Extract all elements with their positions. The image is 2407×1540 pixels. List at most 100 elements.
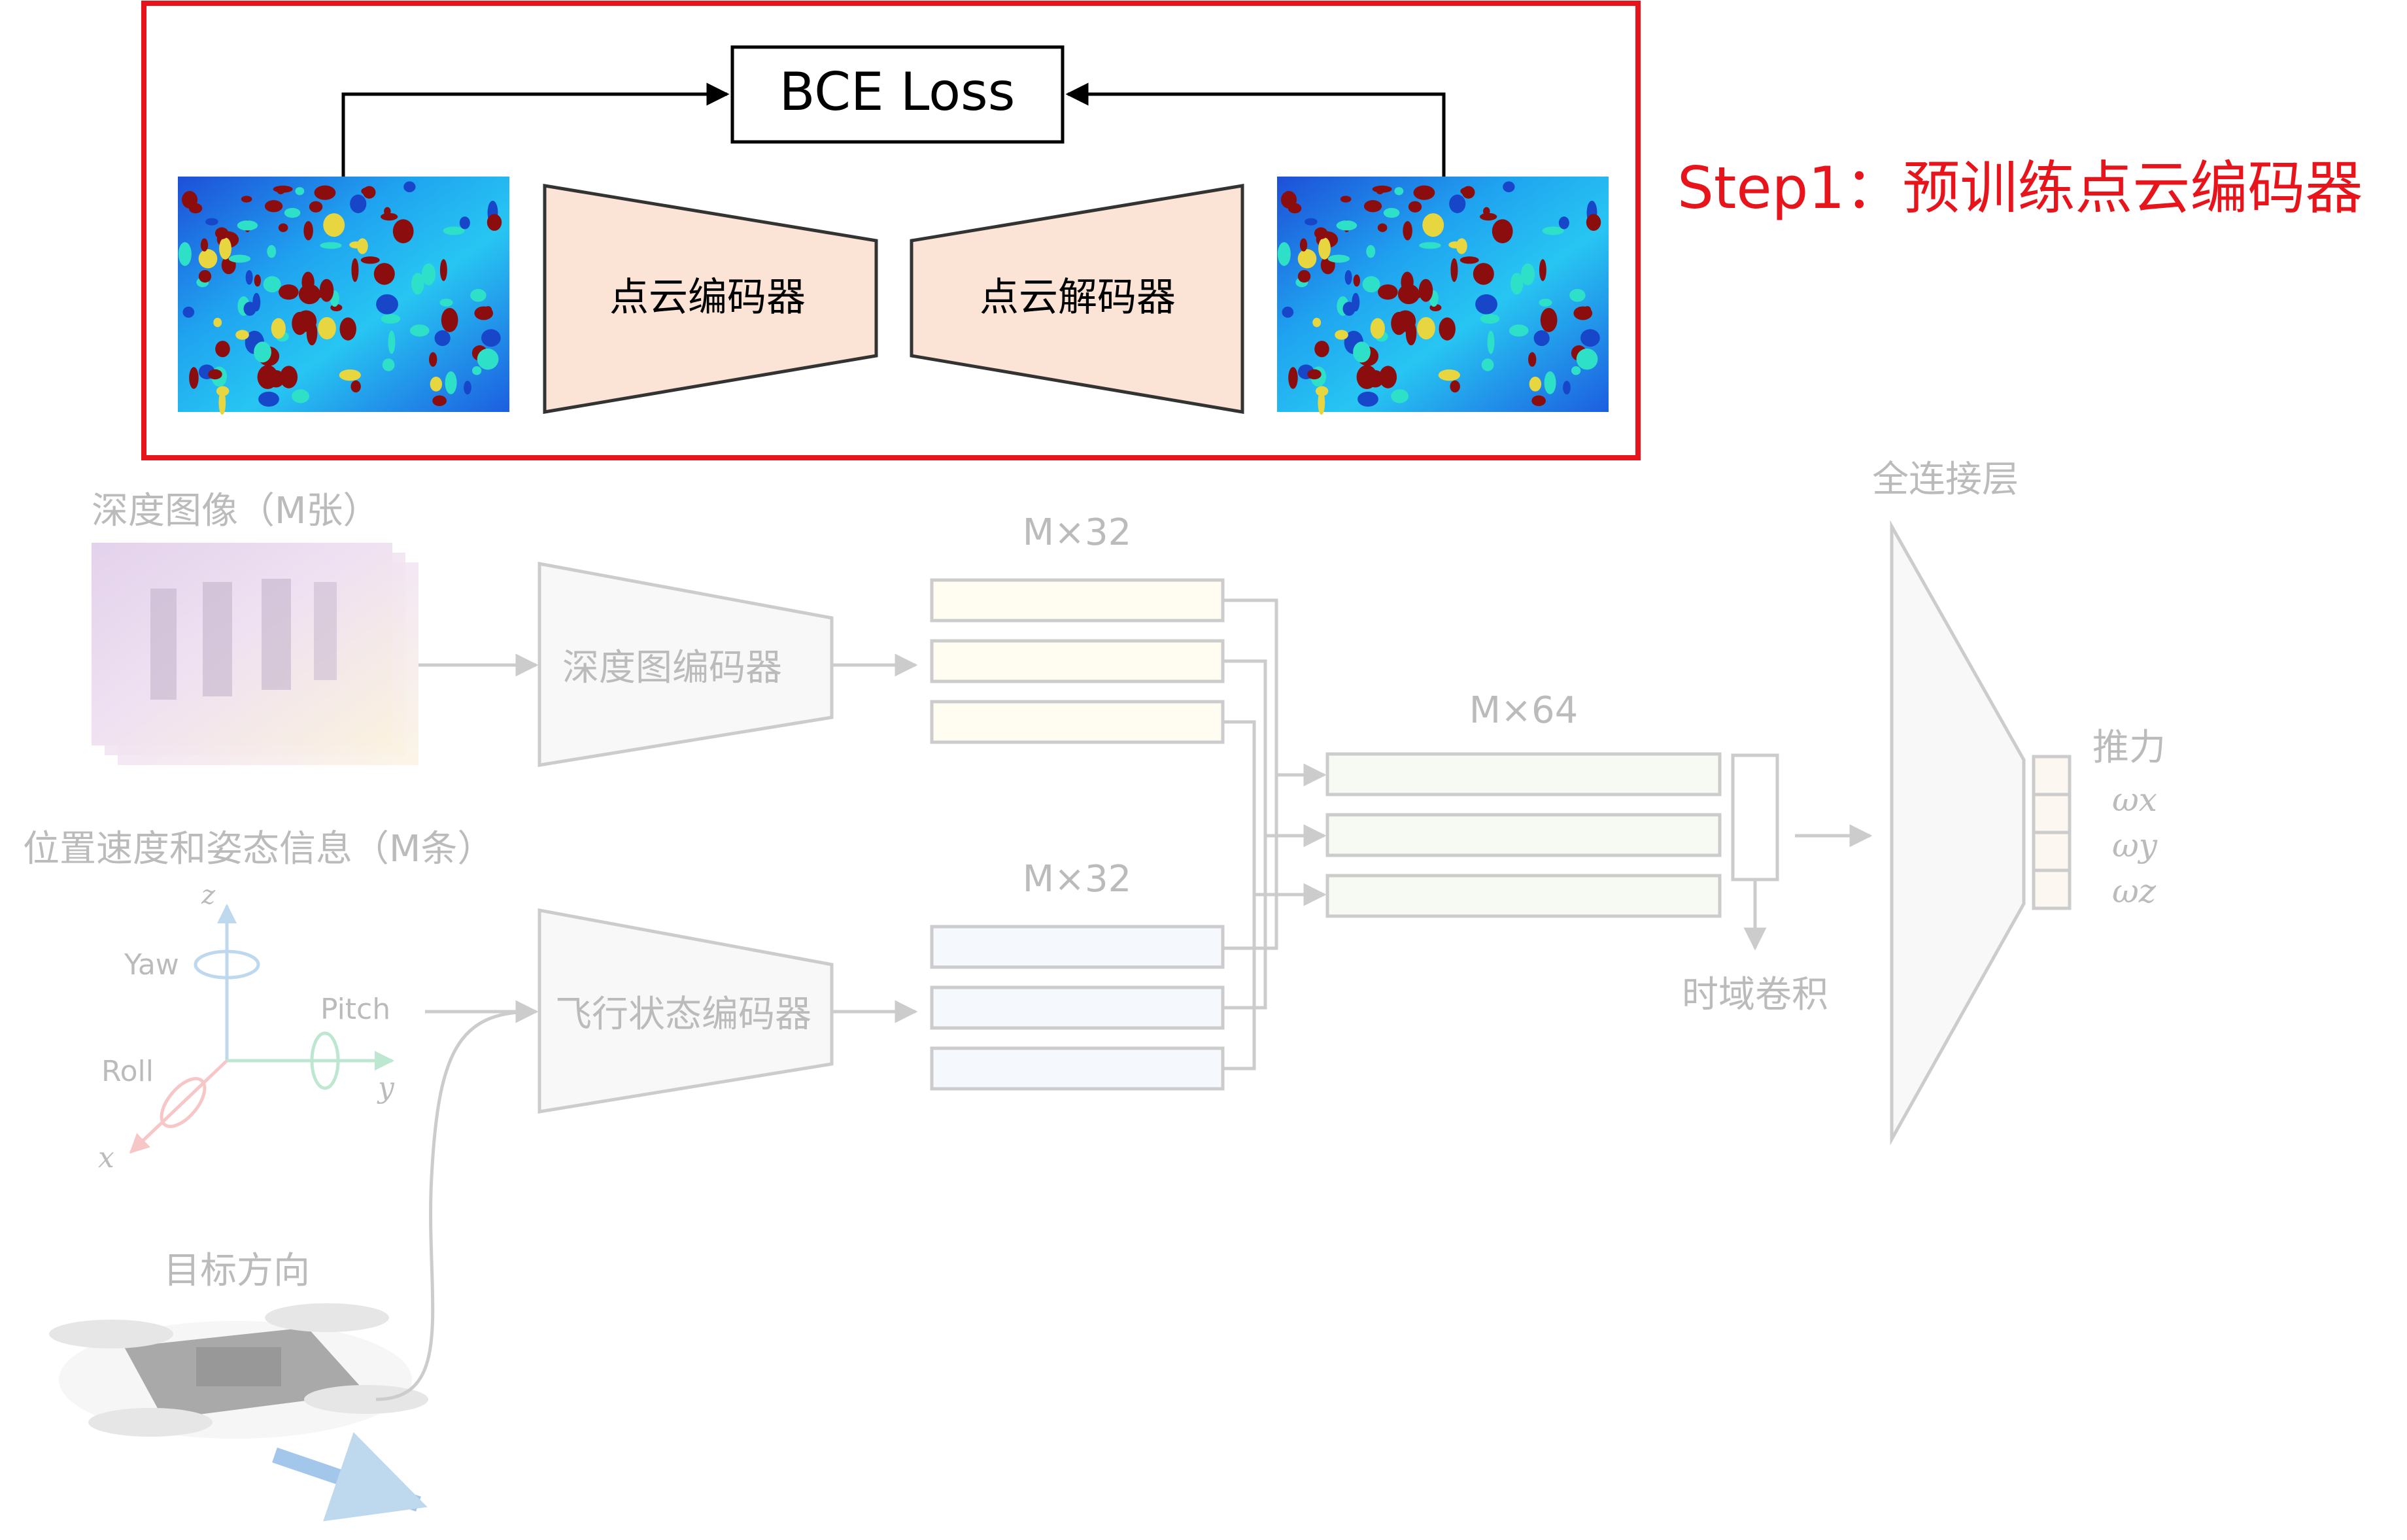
point-cloud-blob xyxy=(1481,358,1494,371)
reconstructed-point-cloud-image xyxy=(1277,177,1609,415)
step1-title: Step1：预训练点云编码器 xyxy=(1677,154,2363,222)
point-cloud-blob xyxy=(1509,324,1529,337)
point-cloud-blob xyxy=(350,194,367,213)
point-cloud-blob xyxy=(388,330,396,354)
point-cloud-blob xyxy=(351,258,359,282)
bce-loss-label: BCE Loss xyxy=(779,61,1016,122)
point-cloud-blob xyxy=(278,223,288,232)
omega-x-label: ωx xyxy=(2112,781,2157,819)
point-cloud-blob xyxy=(1277,242,1291,266)
point-cloud-blob xyxy=(1492,219,1513,244)
point-cloud-blob xyxy=(181,191,198,209)
point-cloud-blob xyxy=(258,391,279,407)
point-cloud-blob xyxy=(1314,227,1328,239)
point-cloud-blob xyxy=(1542,226,1564,235)
point-cloud-blob xyxy=(245,269,253,285)
point-cloud-blob xyxy=(1531,395,1546,407)
point-cloud-blob xyxy=(430,377,443,392)
point-cloud-blob xyxy=(1583,306,1592,314)
point-cloud-blob xyxy=(362,186,376,199)
point-cloud-blob xyxy=(1540,307,1558,332)
point-cloud-blob xyxy=(319,279,334,302)
point-cloud-blob xyxy=(432,395,447,407)
point-cloud-blob xyxy=(198,248,218,269)
attitude-axes-diagram: z Yaw Pitch y Roll x xyxy=(98,880,395,1174)
point-cloud-blob xyxy=(277,186,285,195)
point-cloud-blob xyxy=(1539,298,1552,307)
point-cloud-blob xyxy=(1417,317,1435,340)
temporal-conv-label: 时域卷积 xyxy=(1682,974,1828,1016)
output-cell xyxy=(2032,868,2072,910)
point-cloud-blob xyxy=(320,242,342,249)
point-cloud-blob xyxy=(1378,284,1398,300)
point-cloud-blob xyxy=(459,216,470,230)
point-cloud-blob xyxy=(1480,313,1500,324)
output-cell xyxy=(2032,793,2072,834)
point-cloud-blob xyxy=(1394,187,1404,196)
point-cloud-blob xyxy=(284,207,301,218)
point-cloud-blob xyxy=(292,389,310,403)
point-cloud-blob xyxy=(1370,318,1385,339)
point-cloud-blob xyxy=(267,245,277,258)
point-cloud-blob xyxy=(1307,369,1322,380)
fc-layer-label: 全连接层 xyxy=(1872,458,2019,501)
point-cloud-blob xyxy=(429,352,437,367)
point-cloud-blob xyxy=(208,369,222,380)
point-cloud-blob xyxy=(219,237,231,260)
point-cloud-blob xyxy=(1299,238,1308,252)
point-cloud-blob xyxy=(1342,301,1356,316)
point-cloud-blob xyxy=(1312,318,1322,328)
point-cloud-blob xyxy=(1297,248,1317,269)
point-cloud-blob xyxy=(1408,201,1422,213)
point-cloud-blob xyxy=(1397,284,1420,305)
input-point-cloud-image xyxy=(178,177,509,415)
point-cloud-blob xyxy=(264,199,283,213)
point-cloud-blob xyxy=(1318,237,1331,260)
point-cloud-blob xyxy=(279,284,299,300)
point-cloud-blob xyxy=(1282,306,1294,318)
point-cloud-blob xyxy=(1340,196,1352,203)
point-cloud-blob xyxy=(1377,223,1388,232)
faded-pipeline: 深度图像（M张） 深度图编码器 M×32 位置速度和姿态信息（M条） xyxy=(23,458,2166,1522)
point-cloud-blob xyxy=(1586,214,1601,231)
concat-feature-bar xyxy=(1325,874,1722,918)
point-cloud-blob xyxy=(1533,330,1550,347)
point-cloud-blob xyxy=(1314,341,1329,358)
point-cloud-blob xyxy=(487,214,502,231)
point-cloud-blob xyxy=(1510,273,1524,295)
depth-feature-bar xyxy=(930,578,1225,623)
depth-image-stack xyxy=(92,543,418,765)
point-cloud-blob xyxy=(350,380,361,393)
point-cloud-blob xyxy=(1422,213,1444,237)
point-cloud-blob xyxy=(1461,186,1475,199)
point-cloud-blob xyxy=(1529,377,1542,392)
point-cloud-blob xyxy=(314,185,336,200)
point-cloud-blob xyxy=(257,365,279,389)
point-cloud-blob xyxy=(1576,348,1598,370)
point-cloud-blob xyxy=(254,341,271,363)
point-cloud-blob xyxy=(1327,254,1350,263)
point-cloud-blob xyxy=(189,367,199,389)
point-cloud-blob xyxy=(1356,365,1378,389)
point-cloud-blob xyxy=(228,254,251,263)
roll-label: Roll xyxy=(101,1055,154,1088)
point-cloud-blob xyxy=(1419,242,1441,249)
point-cloud-encoder-shape xyxy=(543,184,878,414)
point-cloud-blob xyxy=(254,274,261,287)
point-cloud-blob xyxy=(1450,380,1460,393)
point-cloud-blob xyxy=(484,306,492,314)
point-cloud-blob xyxy=(443,226,465,235)
point-cloud-blob xyxy=(213,318,222,328)
point-cloud-blob xyxy=(439,298,453,307)
point-cloud-blob xyxy=(309,201,323,213)
point-cloud-blob xyxy=(349,241,364,248)
point-cloud-blob xyxy=(384,207,391,216)
point-cloud-blob xyxy=(1439,317,1456,341)
point-cloud-blob xyxy=(1297,269,1311,283)
point-cloud-blob xyxy=(445,371,457,394)
state-info-label: 位置速度和姿态信息（M条） xyxy=(23,828,494,870)
point-cloud-blob xyxy=(411,273,424,295)
point-cloud-blob xyxy=(373,263,395,285)
depth-encoder-shape xyxy=(538,561,834,767)
point-cloud-blob xyxy=(1460,256,1479,264)
